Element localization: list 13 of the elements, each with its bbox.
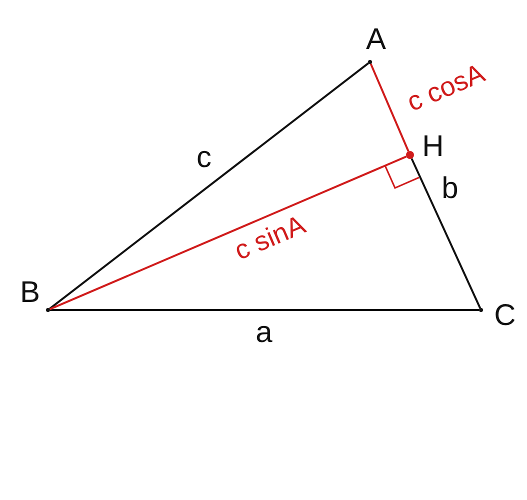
triangle-side [50, 309, 479, 311]
triangle-side [49, 156, 407, 310]
foot-point [406, 151, 414, 159]
vertex-label: C [494, 301, 516, 331]
triangle-side [410, 158, 482, 309]
vertex-point [479, 308, 483, 312]
vertex-label: A [366, 25, 386, 55]
vertex-label: H [422, 132, 444, 162]
triangle-side [370, 63, 410, 152]
vertex-label: B [20, 278, 40, 308]
vertex-point [368, 60, 372, 64]
vertex-point [46, 308, 50, 312]
triangle-side [48, 62, 370, 310]
